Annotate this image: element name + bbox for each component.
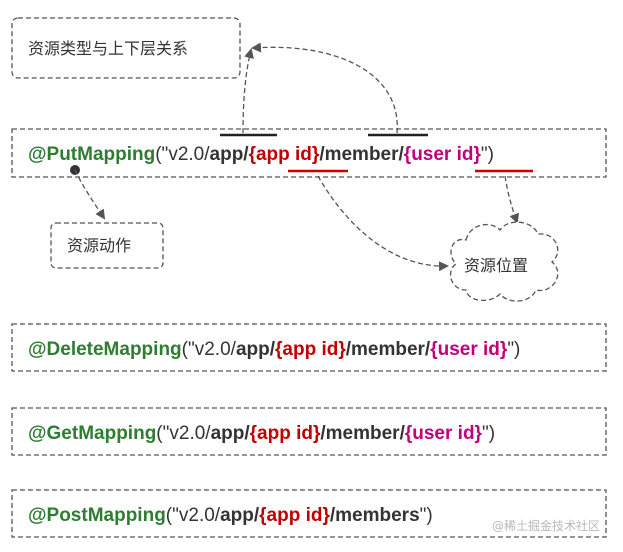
path-segment: app/: [220, 505, 260, 526]
action-label: 资源动作: [67, 236, 131, 255]
mapping-open-quote: (": [155, 144, 168, 165]
delete-mapping-box: [11, 323, 607, 372]
hierarchy-label: 资源类型与上下层关系: [28, 39, 188, 58]
user-id-to-location-arrow: [504, 175, 520, 224]
path-variable: {app id}: [249, 144, 320, 165]
mapping-open-quote: (": [156, 423, 169, 444]
put-mapping-line: @PutMapping("v2.0/app/{app id}/member/{u…: [28, 144, 494, 165]
member-to-hierarchy-arrow: [251, 42, 398, 134]
path-segment: app/: [211, 423, 251, 444]
mapping-open-quote: (": [182, 339, 195, 360]
put-mapping-box: [11, 128, 607, 178]
mapping-close-quote: "): [420, 505, 433, 526]
location-label: 资源位置: [464, 256, 528, 275]
path-segment: /member/: [319, 144, 404, 165]
mapping-close-quote: "): [481, 144, 494, 165]
path-segment: app/: [210, 144, 250, 165]
path-segment: /members: [330, 505, 420, 526]
path-segment: v2.0/: [195, 339, 237, 360]
path-segment: v2.0/: [169, 423, 211, 444]
mapping-close-quote: "): [507, 339, 520, 360]
app-to-hierarchy-arrow: [242, 48, 254, 134]
path-segment: /member/: [320, 423, 405, 444]
mapping-annotation: @PutMapping: [28, 144, 155, 165]
path-variable: {app id}: [259, 505, 330, 526]
post-mapping-line: @PostMapping("v2.0/app/{app id}/members"…: [28, 505, 433, 526]
get-mapping-box: [11, 407, 607, 456]
post-mapping-box: [11, 489, 607, 538]
watermark: @稀土掘金技术社区: [492, 518, 600, 533]
path-segment: v2.0/: [168, 144, 210, 165]
path-segment: v2.0/: [179, 505, 221, 526]
path-variable: {user id}: [430, 339, 508, 360]
mapping-open-quote: (": [166, 505, 179, 526]
get-mapping-line: @GetMapping("v2.0/app/{app id}/member/{u…: [28, 423, 495, 444]
path-variable: {app id}: [250, 423, 321, 444]
action-label-box: [50, 222, 164, 269]
path-variable: {app id}: [275, 339, 346, 360]
app-id-to-location-arrow: [317, 175, 449, 272]
path-segment: /member/: [346, 339, 431, 360]
path-variable: {user id}: [405, 423, 483, 444]
delete-mapping-line: @DeleteMapping("v2.0/app/{app id}/member…: [28, 339, 520, 360]
annotation-to-action-arrow: [74, 169, 106, 220]
mapping-annotation: @GetMapping: [28, 423, 156, 444]
location-cloud: [449, 221, 559, 302]
mapping-close-quote: "): [482, 423, 495, 444]
mapping-annotation: @PostMapping: [28, 505, 166, 526]
hierarchy-label-box: [11, 17, 241, 79]
mapping-annotation: @DeleteMapping: [28, 339, 182, 360]
path-variable: {user id}: [404, 144, 482, 165]
path-segment: app/: [236, 339, 276, 360]
